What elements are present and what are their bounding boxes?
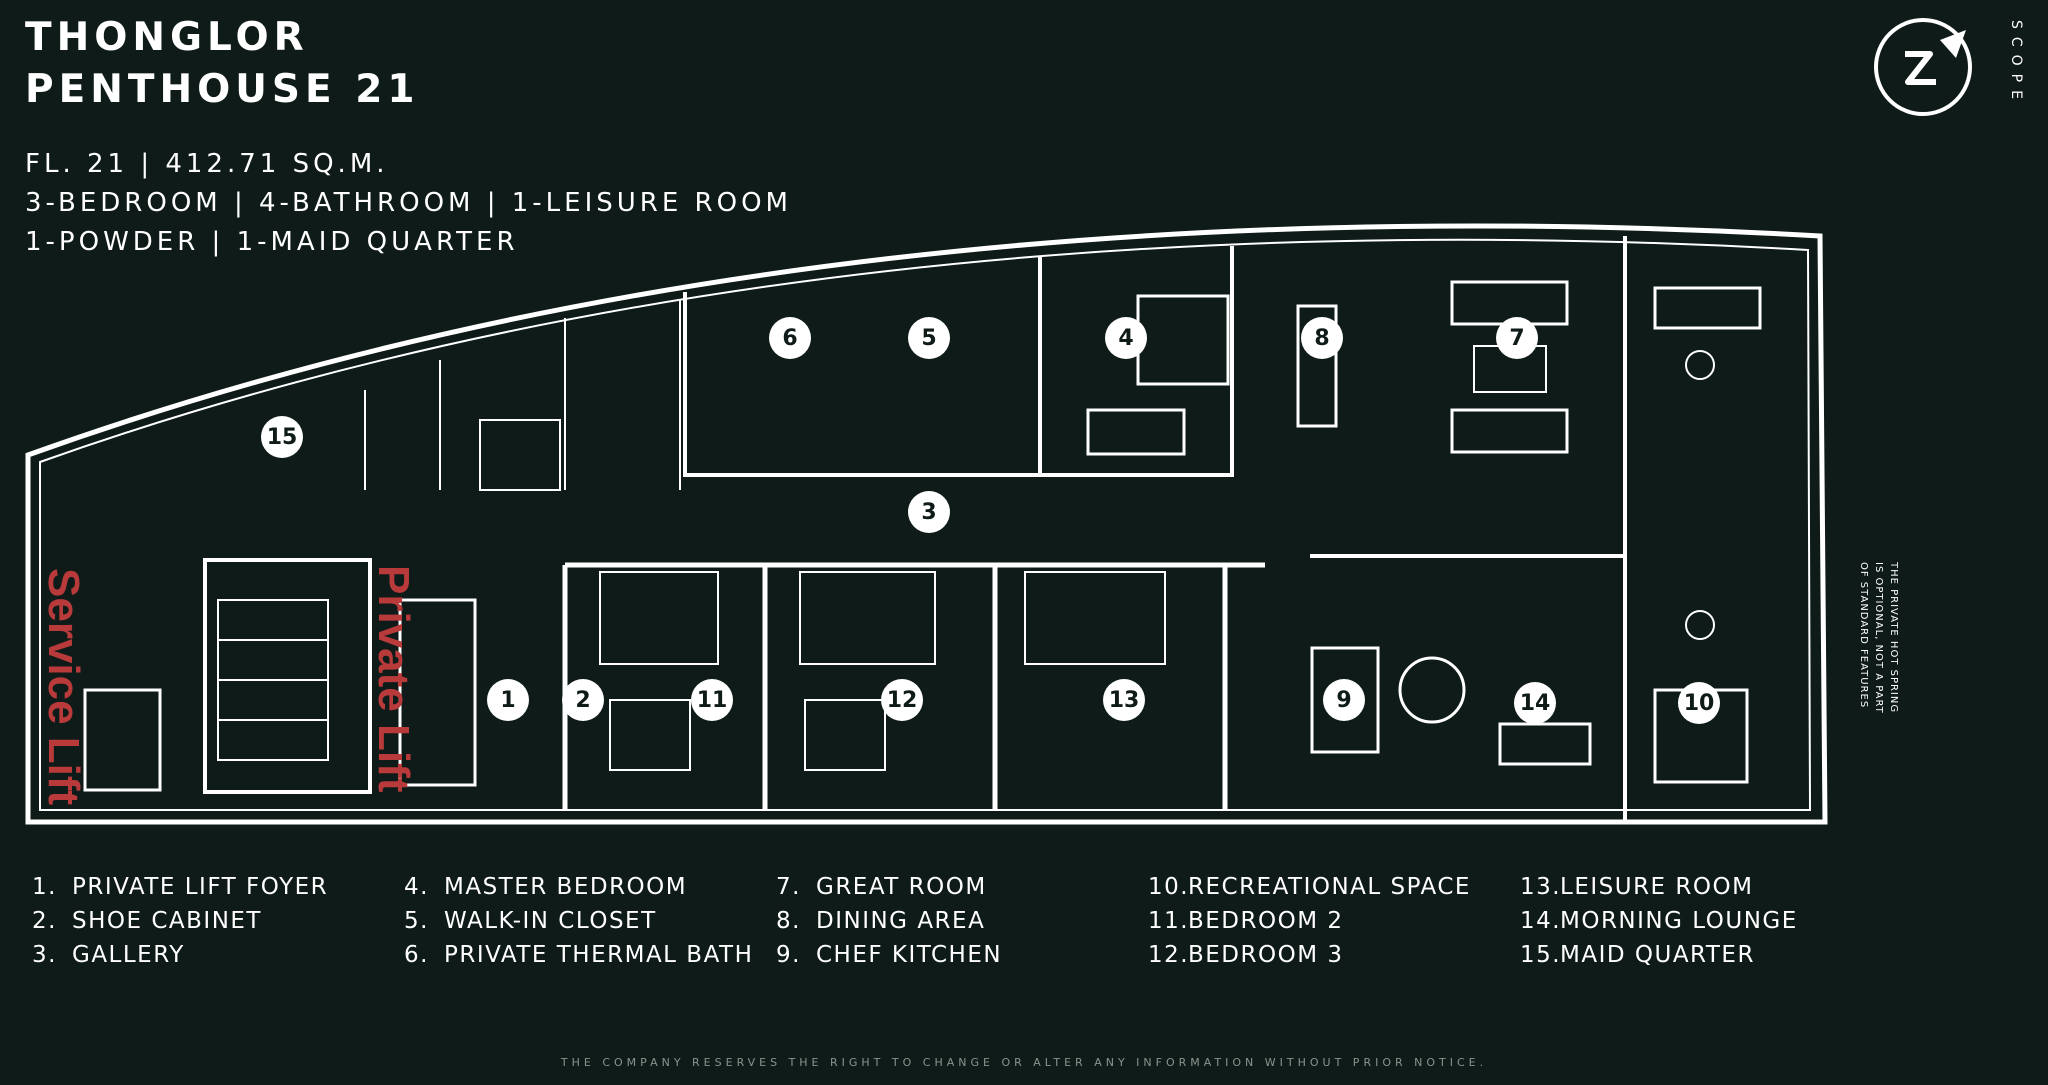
title-line-1: THONGLOR	[25, 15, 309, 60]
north-compass-icon	[1874, 18, 1972, 116]
legend-item-7: 7.GREAT ROOM	[776, 873, 987, 900]
legend-item-15: 15.MAID QUARTER	[1520, 941, 1755, 968]
room-marker-2: 2	[562, 679, 604, 721]
legend-item-5: 5.WALK-IN CLOSET	[404, 907, 657, 934]
room-marker-4: 4	[1105, 317, 1147, 359]
note-line-1: THE PRIVATE HOT SPRING	[1888, 562, 1899, 714]
legend-item-9: 9.CHEF KITCHEN	[776, 941, 1003, 968]
legend-item-6: 6.PRIVATE THERMAL BATH	[404, 941, 754, 968]
legend-item-13: 13.LEISURE ROOM	[1520, 873, 1754, 900]
room-marker-9: 9	[1323, 679, 1365, 721]
room-marker-10: 10	[1678, 682, 1720, 724]
hot-spring-note: THE PRIVATE HOT SPRING IS OPTIONAL, NOT …	[1856, 562, 1901, 714]
room-marker-7: 7	[1496, 317, 1538, 359]
note-line-2: IS OPTIONAL, NOT A PART	[1873, 562, 1884, 714]
unit-specs: FL. 21 | 412.71 SQ.M. 3-BEDROOM | 4-BATH…	[25, 145, 792, 262]
legend-item-10: 10.RECREATIONAL SPACE	[1148, 873, 1471, 900]
room-marker-13: 13	[1103, 679, 1145, 721]
room-marker-5: 5	[908, 317, 950, 359]
room-marker-3: 3	[908, 491, 950, 533]
disclaimer-text: THE COMPANY RESERVES THE RIGHT TO CHANGE…	[560, 1056, 1488, 1069]
legend-item-1: 1.PRIVATE LIFT FOYER	[32, 873, 329, 900]
brand-name: SCOPE	[2008, 20, 2024, 107]
specs-line-1: FL. 21 | 412.71 SQ.M.	[25, 149, 389, 179]
legend-item-4: 4.MASTER BEDROOM	[404, 873, 688, 900]
room-marker-11: 11	[691, 679, 733, 721]
legend-item-14: 14.MORNING LOUNGE	[1520, 907, 1798, 934]
room-marker-14: 14	[1514, 682, 1556, 724]
legend-item-12: 12.BEDROOM 3	[1148, 941, 1344, 968]
room-legend: 1.PRIVATE LIFT FOYER 2.SHOE CABINET 3.GA…	[32, 872, 1892, 969]
note-line-3: OF STANDARD FEATURES	[1858, 562, 1869, 709]
private-lift-label: Private Lift	[369, 565, 418, 793]
legend-item-11: 11.BEDROOM 2	[1148, 907, 1344, 934]
room-marker-1: 1	[487, 679, 529, 721]
service-lift-label: Service Lift	[39, 568, 88, 806]
room-marker-6: 6	[769, 317, 811, 359]
title-line-2: PENTHOUSE 21	[25, 67, 420, 112]
specs-line-3: 1-POWDER | 1-MAID QUARTER	[25, 227, 519, 257]
legend-item-8: 8.DINING AREA	[776, 907, 986, 934]
specs-line-2: 3-BEDROOM | 4-BATHROOM | 1-LEISURE ROOM	[25, 188, 792, 218]
room-marker-8: 8	[1301, 317, 1343, 359]
legend-item-3: 3.GALLERY	[32, 941, 185, 968]
project-title: THONGLOR PENTHOUSE 21	[25, 12, 420, 116]
room-marker-15: 15	[261, 416, 303, 458]
legend-item-2: 2.SHOE CABINET	[32, 907, 262, 934]
room-marker-12: 12	[881, 679, 923, 721]
